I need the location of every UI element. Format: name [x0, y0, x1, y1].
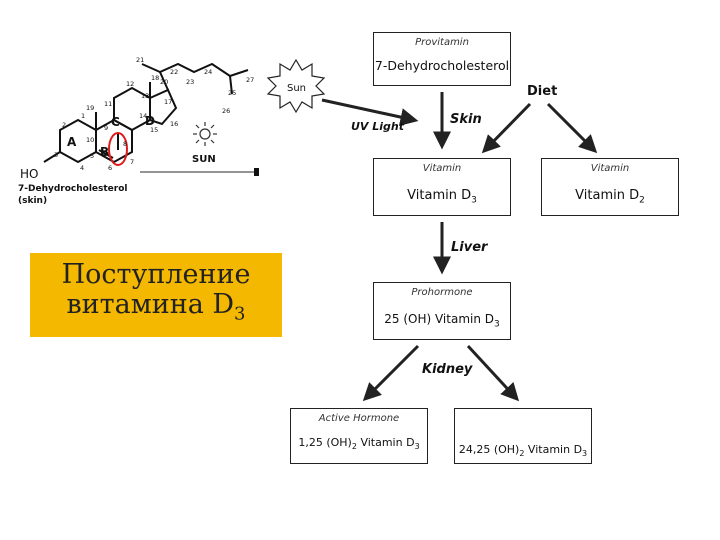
atom-number: 11: [104, 100, 112, 108]
vitamin-d3-label: Vitamin D: [407, 188, 472, 203]
vitamin-d2-caption: Vitamin: [590, 163, 630, 174]
atom-number: 26: [222, 107, 230, 115]
title-line2: витамина D: [66, 289, 235, 321]
atom-number: 1: [81, 112, 85, 120]
sunburst-icon: [266, 58, 326, 114]
diet-label: Diet: [527, 84, 558, 99]
uv-light-label: UV Light: [351, 120, 405, 133]
vitamin-d3-caption: Vitamin: [422, 163, 462, 174]
atom-number: 4: [80, 164, 84, 172]
kidney-label: Kidney: [422, 362, 473, 377]
atom-number: 18: [151, 74, 159, 82]
inactive-metabolite-mid: Vitamin D: [524, 443, 583, 456]
arrow-diet-right: [546, 102, 598, 154]
prohormone-caption: Prohormone: [411, 287, 473, 298]
sunburst-label: Sun: [287, 83, 306, 94]
slide-title: Поступление витамина D3: [62, 260, 251, 329]
atom-number: 13: [141, 92, 149, 100]
provitamin-text: 7-Dehydrocholesterol: [374, 58, 510, 73]
active-hormone-pre: 1,25 (OH): [298, 436, 352, 449]
atom-number: 14: [139, 112, 147, 120]
prohormone-sub: 3: [494, 319, 500, 330]
atom-number: 17: [164, 98, 172, 106]
atom-number: 9: [104, 124, 108, 132]
arrow-kidney-right: [466, 344, 520, 402]
active-hormone-text: 1,25 (OH)2 Vitamin D3: [291, 436, 427, 451]
atom-number: 22: [170, 68, 178, 76]
active-hormone-pre-sub: 2: [351, 442, 357, 452]
atom-number: 16: [170, 120, 178, 128]
prohormone-box: Prohormone 25 (OH) Vitamin D3: [373, 282, 511, 340]
atom-number: 23: [186, 78, 194, 86]
atom-number: 10: [86, 136, 94, 144]
ring-label-b: B: [100, 145, 109, 159]
provitamin-caption: Provitamin: [415, 37, 469, 48]
prohormone-label: 25 (OH) Vitamin D: [384, 312, 495, 326]
prohormone-text: 25 (OH) Vitamin D3: [374, 312, 510, 329]
atom-number: 15: [150, 126, 158, 134]
molecule-location: (skin): [18, 196, 47, 206]
molecule-structure: A B C D 1 2 3 4 5 6 7 8 9 10 11 12 13 14…: [18, 56, 259, 206]
vitamin-d3-box: Vitamin Vitamin D3: [373, 158, 511, 216]
small-sun-icon: [193, 122, 217, 146]
arrow-uv: [321, 98, 419, 126]
vitamin-d2-sub: 2: [639, 195, 645, 206]
atom-number: 12: [126, 80, 134, 88]
inactive-metabolite-text: 24,25 (OH)2 Vitamin D3: [455, 443, 591, 458]
arrow-kidney-left: [362, 344, 420, 402]
liver-label: Liver: [451, 240, 488, 255]
vitamin-d2-text: Vitamin D2: [542, 188, 678, 206]
inactive-metabolite-pre-sub: 2: [519, 449, 525, 459]
ring-label-a: A: [67, 135, 77, 149]
atom-number: 25: [228, 89, 236, 97]
atom-number: 2: [62, 121, 66, 129]
atom-number: 20: [160, 78, 168, 86]
atom-number: 19: [86, 104, 94, 112]
vitamin-d2-label: Vitamin D: [575, 188, 640, 203]
ring-label-d: D: [145, 114, 155, 128]
highlight-ring: [108, 132, 128, 166]
vitamin-d3-text: Vitamin D3: [374, 188, 510, 206]
active-hormone-caption: Active Hormone: [318, 413, 400, 424]
vitamin-d3-sub: 3: [471, 195, 477, 206]
arrow-diet-left: [481, 102, 532, 154]
provitamin-box: Provitamin 7-Dehydrocholesterol: [373, 32, 511, 86]
vitamin-d2-box: Vitamin Vitamin D2: [541, 158, 679, 216]
atom-number: 6: [108, 164, 112, 172]
inactive-metabolite-box: 24,25 (OH)2 Vitamin D3: [454, 408, 592, 464]
sun-label: SUN: [192, 154, 216, 165]
atom-number: 8: [123, 140, 127, 148]
ring-label-c: C: [111, 115, 120, 129]
skin-label: Skin: [450, 112, 482, 127]
title-box: Поступление витамина D3: [30, 253, 282, 337]
atom-number: 24: [204, 68, 212, 76]
active-hormone-sub: 3: [414, 442, 420, 452]
atom-number: 7: [130, 158, 134, 166]
active-hormone-mid: Vitamin D: [356, 436, 415, 449]
active-hormone-box: Active Hormone 1,25 (OH)2 Vitamin D3: [290, 408, 428, 464]
atom-number: 3: [54, 151, 58, 159]
atom-number: 21: [136, 56, 144, 64]
ho-label: HO: [20, 167, 38, 181]
inactive-metabolite-sub: 3: [582, 449, 588, 459]
atom-number: 27: [246, 76, 254, 84]
inactive-metabolite-pre: 24,25 (OH): [458, 443, 520, 456]
title-line1: Поступление: [61, 259, 251, 291]
molecule-name: 7-Dehydrocholesterol: [18, 184, 128, 194]
title-line2-sub: 3: [234, 303, 246, 325]
atom-number: 5: [90, 152, 94, 160]
